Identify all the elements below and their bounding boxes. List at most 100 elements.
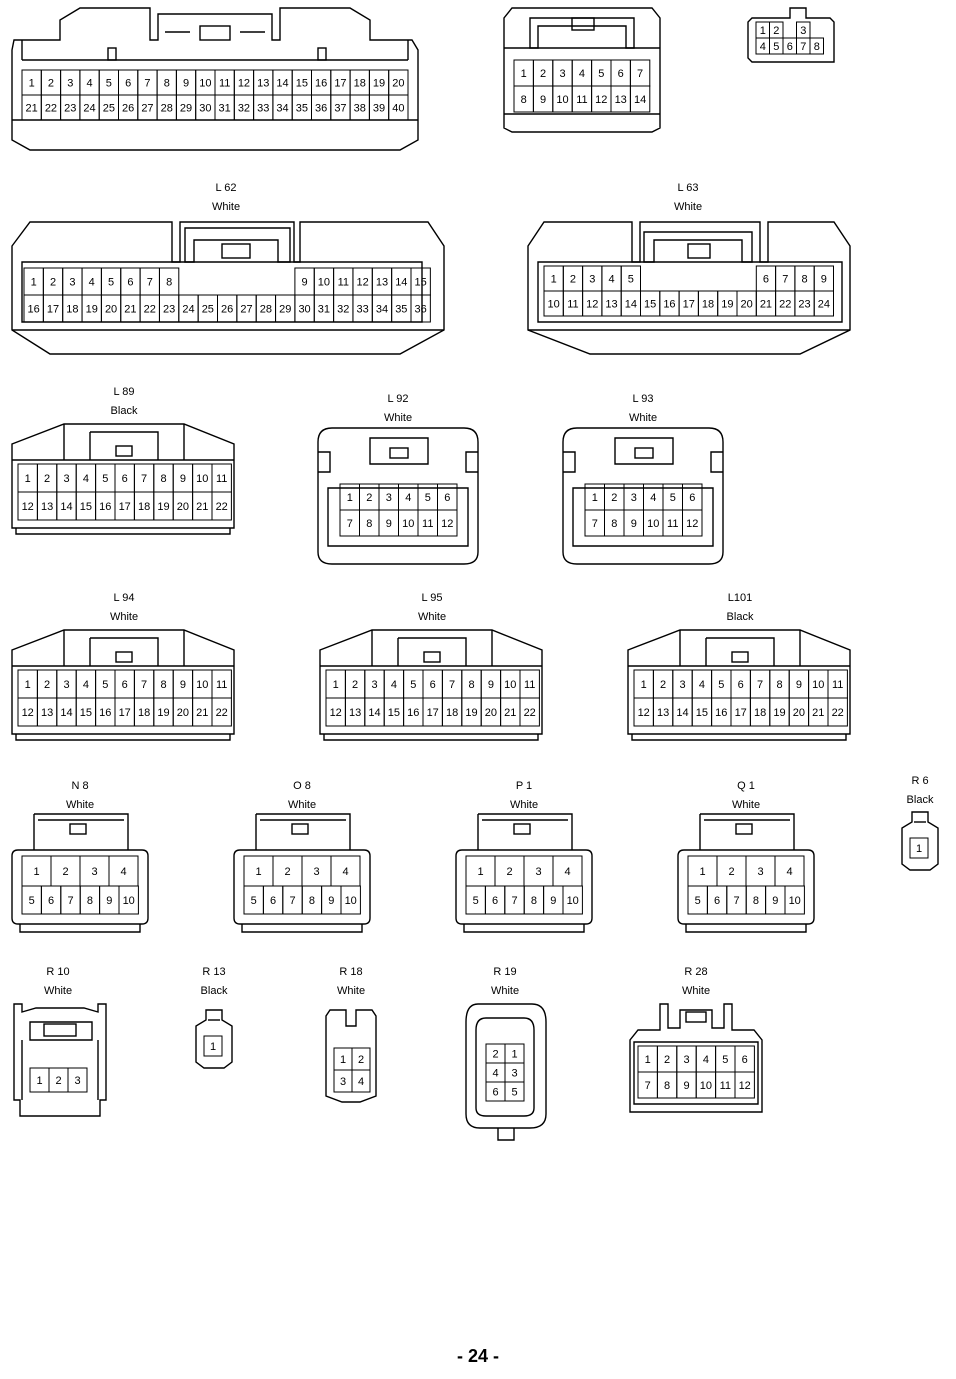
pin-number: 3	[800, 25, 806, 37]
pin-number: 3	[340, 1076, 346, 1088]
pin-number: 6	[618, 68, 624, 80]
pin-number: 3	[69, 277, 75, 289]
pin-number: 8	[664, 1080, 670, 1092]
pin-number: 10	[402, 518, 414, 530]
pin-number: 2	[540, 68, 546, 80]
pin-number: 2	[664, 1054, 670, 1066]
pin-number: 29	[180, 103, 192, 115]
connector-color: White	[490, 985, 520, 997]
pin-number: 11	[720, 1080, 731, 1092]
pin-number: 16	[28, 304, 40, 316]
pin-number: 1	[551, 274, 557, 286]
pin-number: 1	[699, 866, 705, 878]
pin-number: 1	[760, 25, 766, 37]
pin-number: 6	[270, 895, 276, 907]
connector-color: White	[211, 201, 241, 213]
pin-number: 1	[31, 277, 37, 289]
pin-number: 8	[87, 895, 93, 907]
pin-number: 20	[392, 78, 404, 90]
pin-number: 7	[645, 1080, 651, 1092]
pin-number: 7	[757, 679, 763, 691]
pin-number: 16	[99, 707, 111, 719]
pin-number: 17	[334, 78, 346, 90]
pin-number: 4	[579, 68, 585, 80]
pin-number: 20	[177, 501, 189, 513]
connector-code: L 92	[387, 393, 409, 405]
connector-code: R 18	[339, 966, 363, 978]
pin-number: 7	[347, 518, 353, 530]
pin-number: 5	[425, 492, 431, 504]
pin-number: 9	[488, 679, 494, 691]
pin-number: 16	[663, 299, 675, 311]
connector-code: L 62	[215, 182, 237, 194]
pin-cell	[437, 509, 458, 537]
connector-color: White	[383, 412, 413, 424]
pin-number: 2	[492, 1049, 498, 1061]
pin-number: 17	[47, 304, 59, 316]
pin-cell	[519, 697, 540, 727]
pin-number: 1	[916, 843, 922, 855]
pin-number: 6	[492, 895, 498, 907]
connector-color: White	[628, 412, 658, 424]
connector-code: R 10	[46, 966, 70, 978]
pin-number: 4	[342, 866, 348, 878]
pin-number: 17	[735, 707, 747, 719]
pin-cell	[909, 837, 929, 859]
pin-number: 2	[358, 1054, 364, 1066]
pin-number: 33	[357, 304, 369, 316]
pin-number: 5	[29, 895, 35, 907]
pin-number: 11	[832, 679, 843, 691]
pin-number: 27	[141, 103, 153, 115]
pin-number: 5	[695, 895, 701, 907]
pin-number: 2	[50, 277, 56, 289]
pin-number: 3	[631, 492, 637, 504]
pin-number: 10	[567, 895, 579, 907]
pin-number: 26	[221, 304, 233, 316]
pin-number: 2	[62, 866, 68, 878]
pin-number: 11	[216, 679, 227, 691]
pin-number: 5	[773, 41, 779, 53]
pin-number: 6	[742, 1054, 748, 1066]
pin-number: 4	[650, 492, 656, 504]
connector-code: R 13	[202, 966, 226, 978]
pin-cell	[809, 37, 824, 55]
pin-cell	[211, 491, 232, 521]
pin-number: 12	[22, 707, 34, 719]
pin-number: 10	[556, 94, 568, 106]
pin-number: 4	[120, 866, 126, 878]
pin-number: 30	[199, 103, 211, 115]
pin-number: 19	[373, 78, 385, 90]
pin-number: 6	[738, 679, 744, 691]
pin-number: 10	[548, 299, 560, 311]
pin-number: 7	[144, 78, 150, 90]
pin-number: 6	[444, 492, 450, 504]
pin-number: 19	[773, 707, 785, 719]
pin-number: 13	[657, 707, 669, 719]
pin-number: 1	[340, 1054, 346, 1066]
pin-number: 15	[415, 277, 427, 289]
pin-number: 26	[122, 103, 134, 115]
pin-number: 13	[41, 501, 53, 513]
pin-number: 11	[567, 299, 578, 311]
pin-number: 12	[686, 518, 698, 530]
pin-number: 2	[611, 492, 617, 504]
pin-cell	[504, 1081, 525, 1102]
pin-number: 9	[328, 895, 334, 907]
pin-number: 13	[349, 707, 361, 719]
pin-number: 9	[772, 895, 778, 907]
pin-number: 22	[779, 299, 791, 311]
pin-number: 32	[238, 103, 250, 115]
pin-number: 8	[753, 895, 759, 907]
pin-number: 5	[102, 473, 108, 485]
pin-number: 1	[521, 68, 527, 80]
pin-number: 14	[368, 707, 380, 719]
connector-color: White	[417, 611, 447, 623]
pin-number: 24	[83, 103, 95, 115]
pin-number: 8	[160, 679, 166, 691]
pin-number: 14	[60, 501, 72, 513]
pin-number: 35	[395, 304, 407, 316]
pin-number: 9	[631, 518, 637, 530]
